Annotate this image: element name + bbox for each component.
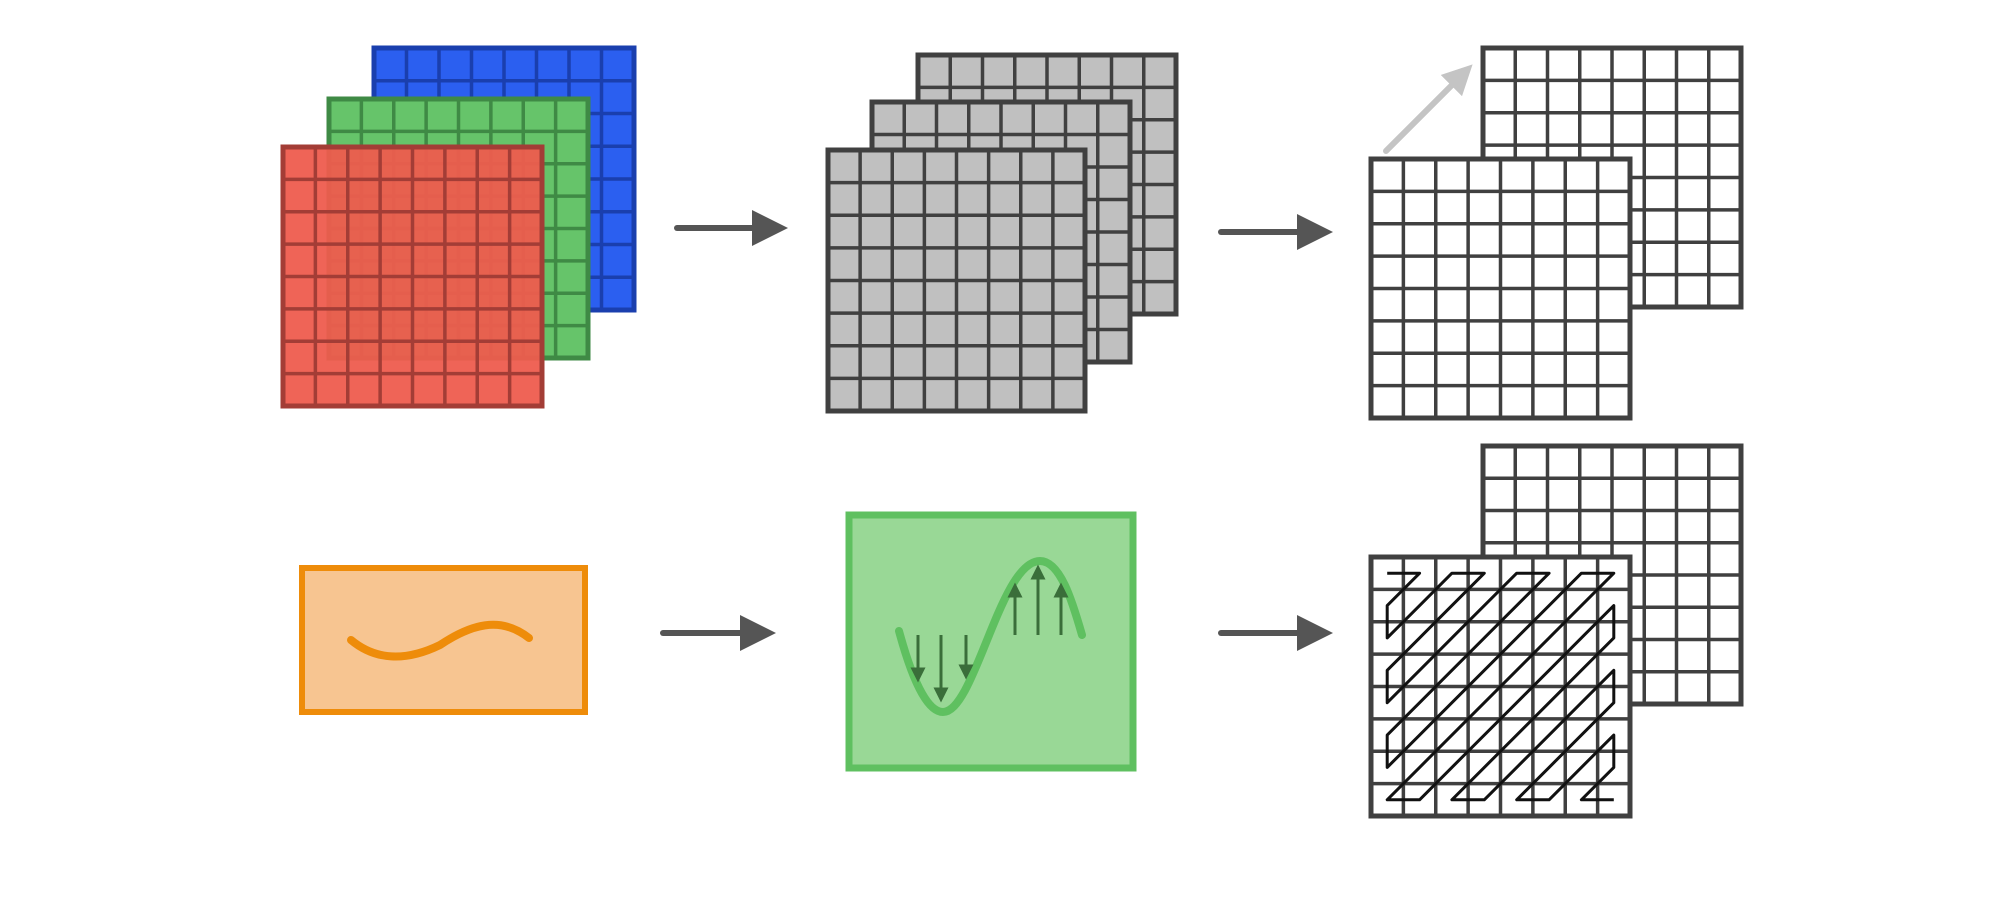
zigzag-scan-icon <box>1385 571 1616 802</box>
wave-panel <box>845 511 1137 772</box>
signal-panel <box>299 565 588 715</box>
wave-frame <box>845 511 1137 772</box>
sine-wave-icon <box>895 556 1086 717</box>
red-channel-grid <box>280 144 545 409</box>
signal-wave-icon <box>347 620 533 661</box>
diagram-layer <box>280 45 1744 819</box>
output-plane-front <box>1368 156 1633 421</box>
gray-plane-front <box>825 147 1088 414</box>
hint-arrow-icon <box>1383 64 1473 154</box>
